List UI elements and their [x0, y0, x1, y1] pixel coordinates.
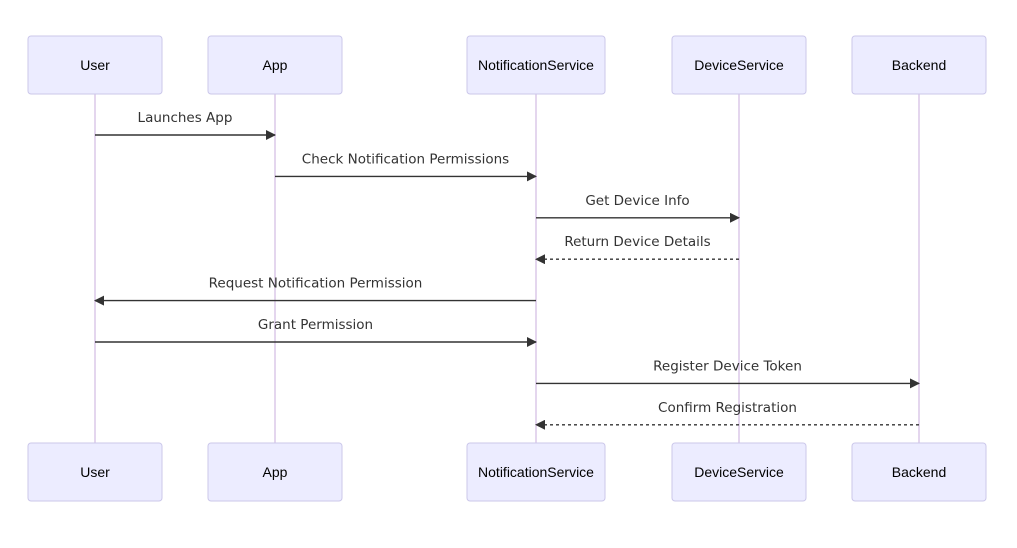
actor-box: [466, 35, 606, 95]
actor-box: [671, 442, 807, 502]
actor-box: [27, 35, 163, 95]
actor-box: [671, 35, 807, 95]
message-7: Register Device Token: [536, 358, 920, 389]
actor-backend-bottom[interactable]: Backend: [851, 442, 987, 502]
message-1: Launches App: [95, 110, 276, 140]
actor-label: Backend: [892, 57, 946, 73]
message-label: Confirm Registration: [658, 400, 797, 416]
message-label: Register Device Token: [653, 358, 802, 374]
actor-label: NotificationService: [478, 464, 594, 480]
message-label: Check Notification Permissions: [302, 151, 509, 167]
message-label: Launches App: [138, 110, 233, 126]
message-label: Grant Permission: [258, 317, 373, 333]
message-8: Confirm Registration: [535, 400, 919, 430]
actor-label: App: [263, 57, 288, 73]
message-3: Get Device Info: [536, 193, 740, 223]
message-6: Grant Permission: [95, 317, 537, 347]
message-label: Get Device Info: [585, 193, 689, 209]
message-4: Return Device Details: [535, 234, 739, 265]
actor-box: [851, 442, 987, 502]
message-label: Return Device Details: [564, 234, 710, 250]
actor-label: DeviceService: [694, 57, 784, 73]
actor-device-service-bottom[interactable]: DeviceService: [671, 442, 807, 502]
message-5: Request Notification Permission: [94, 276, 536, 306]
actor-user-bottom[interactable]: User: [27, 442, 163, 502]
message-2: Check Notification Permissions: [275, 151, 537, 182]
actor-label: NotificationService: [478, 57, 594, 73]
actor-user-top[interactable]: User: [27, 35, 163, 95]
actor-label: Backend: [892, 464, 946, 480]
actor-box: [207, 442, 343, 502]
actor-box: [851, 35, 987, 95]
actor-app-top[interactable]: App: [207, 35, 343, 95]
actor-notification-service-bottom[interactable]: NotificationService: [466, 442, 606, 502]
actor-label: User: [80, 57, 110, 73]
actor-box: [466, 442, 606, 502]
message-label: Request Notification Permission: [209, 276, 423, 292]
actor-label: App: [263, 464, 288, 480]
actor-box: [27, 442, 163, 502]
actor-label: User: [80, 464, 110, 480]
actor-box: [207, 35, 343, 95]
actor-device-service-top[interactable]: DeviceService: [671, 35, 807, 95]
actor-label: DeviceService: [694, 464, 784, 480]
actor-backend-top[interactable]: Backend: [851, 35, 987, 95]
actor-app-bottom[interactable]: App: [207, 442, 343, 502]
actor-notification-service-top[interactable]: NotificationService: [466, 35, 606, 95]
